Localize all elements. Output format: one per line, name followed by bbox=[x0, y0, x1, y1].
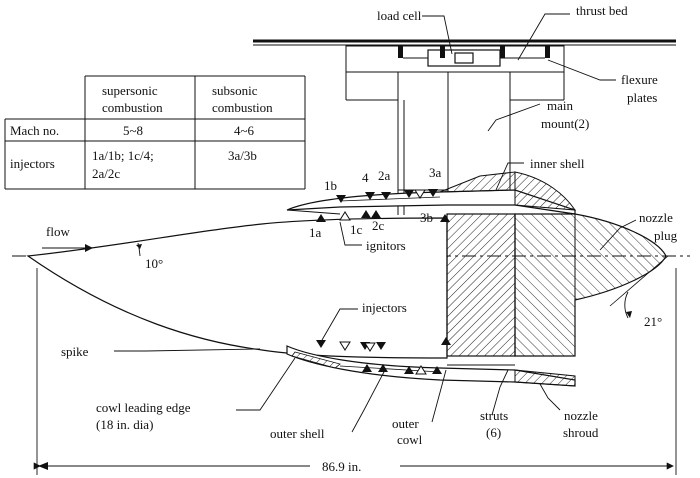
cowl-leading-edge-label-1: cowl leading edge bbox=[96, 400, 191, 415]
station-4-label: 4 bbox=[362, 170, 369, 185]
injector-3b-marker bbox=[440, 214, 450, 222]
spike bbox=[26, 217, 448, 359]
outer-shell-label: outer shell bbox=[270, 426, 325, 441]
nozzle-shroud-label-1: nozzle bbox=[564, 408, 598, 423]
station-1a-label: 1a bbox=[309, 225, 322, 240]
table-row-injectors-supersonic-1: 1a/1b; 1c/4; bbox=[92, 148, 154, 163]
nozzle-plug-label-1: nozzle bbox=[639, 210, 673, 225]
cowl-lower bbox=[286, 345, 576, 387]
ignitor-upper-marker bbox=[414, 189, 426, 199]
flow-label: flow bbox=[46, 224, 70, 239]
table-head-supersonic-1: supersonic bbox=[102, 83, 158, 98]
table-head-subsonic-1: subsonic bbox=[212, 83, 258, 98]
outer-cowl-label-1: outer bbox=[392, 416, 419, 431]
table-head-supersonic-2: combustion bbox=[102, 100, 163, 115]
station-2c-label: 2c bbox=[372, 218, 385, 233]
injector-1a-marker bbox=[316, 214, 326, 222]
struts-label-2: (6) bbox=[486, 425, 501, 440]
inner-shell-block bbox=[446, 213, 516, 357]
injector-2c-marker bbox=[371, 210, 381, 218]
table-row-mach-label: Mach no. bbox=[10, 123, 59, 138]
table-head-subsonic-2: combustion bbox=[212, 100, 273, 115]
injectors-label: injectors bbox=[362, 300, 407, 315]
table-row-mach-supersonic: 5~8 bbox=[123, 123, 143, 138]
leader-lines bbox=[114, 13, 637, 433]
angle-21-label: 21° bbox=[644, 314, 662, 329]
injector-1b-marker bbox=[336, 195, 346, 203]
injector-4-marker bbox=[365, 192, 375, 200]
upper-station-markers bbox=[316, 189, 450, 222]
table-row-injectors-subsonic: 3a/3b bbox=[228, 148, 257, 163]
lower-station-markers bbox=[316, 337, 451, 375]
nozzle-shroud-label-2: shroud bbox=[563, 425, 599, 440]
outer-cowl-label-2: cowl bbox=[397, 432, 423, 447]
station-3b-label: 3b bbox=[420, 210, 433, 225]
station-2a-label: 2a bbox=[378, 168, 391, 183]
spike-angle: 10° bbox=[136, 242, 163, 271]
table-row-injectors-supersonic-2: 2a/2c bbox=[92, 166, 120, 181]
angle-10-label: 10° bbox=[145, 256, 163, 271]
station-3a-label: 3a bbox=[429, 165, 442, 180]
load-cell-label: load cell bbox=[377, 8, 422, 23]
nozzle-plug-label-2: plug bbox=[654, 228, 678, 243]
cowl-leading-edge-label-2: (18 in. dia) bbox=[96, 417, 153, 432]
station-1b-label: 1b bbox=[324, 178, 337, 193]
station-1c-label: 1c bbox=[350, 222, 363, 237]
length-label: 86.9 in. bbox=[322, 459, 361, 474]
load-cell bbox=[403, 49, 545, 67]
main-mount-label-2: mount(2) bbox=[541, 116, 589, 131]
ignitor-marker bbox=[339, 211, 351, 221]
table-row-mach-subsonic: 4~6 bbox=[234, 123, 255, 138]
struts-label-1: struts bbox=[480, 408, 508, 423]
plug-angle: 21° bbox=[609, 255, 669, 329]
injector-1c-marker bbox=[361, 210, 371, 218]
flexure-label-2: plates bbox=[627, 90, 657, 105]
main-mount-label-1: main bbox=[547, 98, 573, 113]
injector-3a-marker-1 bbox=[404, 190, 414, 198]
table-row-injectors-label: injectors bbox=[10, 156, 55, 171]
ignitors-label: ignitors bbox=[366, 238, 406, 253]
inner-shell-label: inner shell bbox=[530, 156, 585, 171]
thrust-bed bbox=[253, 39, 676, 46]
injector-3a-marker-2 bbox=[428, 189, 438, 197]
spike-label: spike bbox=[61, 344, 89, 359]
nozzle-plug bbox=[514, 213, 667, 357]
combustion-table: supersonic combustion subsonic combustio… bbox=[4, 75, 306, 190]
injector-2a-marker bbox=[381, 192, 391, 200]
length-dimension: 86.9 in. bbox=[33, 268, 677, 475]
flexure-label-1: flexure bbox=[621, 72, 658, 87]
thrust-bed-label: thrust bed bbox=[576, 3, 628, 18]
